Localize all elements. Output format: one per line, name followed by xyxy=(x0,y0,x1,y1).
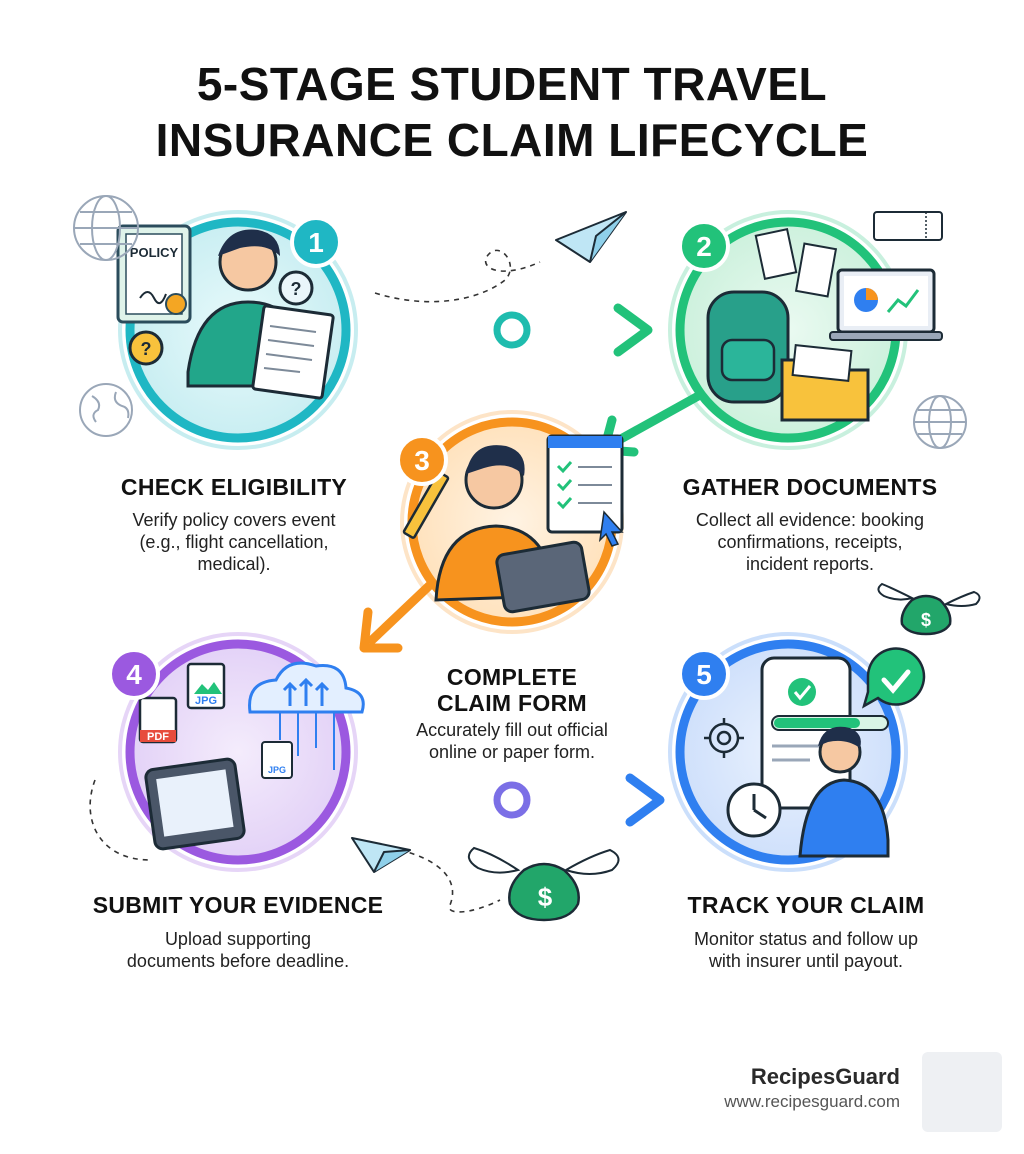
policy-document-icon: POLICY xyxy=(116,224,192,324)
connector-4-to-5 xyxy=(340,773,665,827)
page-title: 5-STAGE STUDENT TRAVEL INSURANCE CLAIM L… xyxy=(0,56,1024,168)
checkmark-icon xyxy=(861,647,926,709)
file-label-jpg-2: JPG xyxy=(268,765,286,775)
stage-1-description: Verify policy covers event (e.g., flight… xyxy=(132,510,336,574)
backpack-documents-icon xyxy=(706,227,943,422)
stage-4-number: 4 xyxy=(126,659,142,690)
tablet-form-icon xyxy=(546,434,624,547)
stage-5-heading: TRACK YOUR CLAIM xyxy=(687,892,925,918)
connector-1-to-2 xyxy=(340,303,653,357)
money-bag-icon: $ xyxy=(467,846,620,922)
svg-text:?: ? xyxy=(291,279,302,299)
dashed-path xyxy=(399,849,501,913)
dashed-path xyxy=(89,779,151,861)
stage-3-illustration: 3 xyxy=(396,410,624,634)
cloud-upload-icon xyxy=(248,661,365,770)
phone-tracking-icon xyxy=(760,656,889,810)
brand-block: RecipesGuard www.recipesguard.com xyxy=(724,1064,900,1112)
file-label-jpg: JPG xyxy=(195,695,217,707)
title-line-2: INSURANCE CLAIM LIFECYCLE xyxy=(155,114,869,166)
stage-1-heading: CHECK ELIGIBILITY xyxy=(120,474,348,500)
money-bag-icon: $ xyxy=(877,582,981,636)
dashed-path xyxy=(374,249,541,303)
stage-2-number: 2 xyxy=(696,231,712,262)
connector-3-to-4 xyxy=(359,580,435,653)
globe-icon xyxy=(79,383,133,437)
clock-icon xyxy=(726,782,782,838)
stage-4-description: Upload supporting documents before deadl… xyxy=(126,929,350,971)
globe-icon xyxy=(73,195,139,261)
stage-4-heading: SUBMIT YOUR EVIDENCE xyxy=(92,892,384,918)
svg-text:$: $ xyxy=(538,882,553,912)
stage-2-description: Collect all evidence: booking confirmati… xyxy=(695,510,925,574)
stage-2-heading: GATHER DOCUMENTS xyxy=(682,474,938,500)
stage-3-number: 3 xyxy=(414,445,430,476)
stage-3-description: Accurately fill out official online or p… xyxy=(416,720,608,762)
stage-5-illustration: 5 xyxy=(668,632,926,872)
ticket-icon xyxy=(873,211,943,241)
stage-5-description: Monitor status and follow up with insure… xyxy=(693,929,919,971)
paper-plane-icon xyxy=(555,211,627,263)
paper-plane-icon xyxy=(351,837,411,873)
stage-5-number: 5 xyxy=(696,659,712,690)
file-label-pdf: PDF xyxy=(147,731,169,743)
stage-1-number: 1 xyxy=(308,227,324,258)
stage-4-illustration: JPG PDF JPG 4 xyxy=(108,632,365,872)
stage-3-heading: COMPLETE CLAIM FORM xyxy=(437,664,587,716)
brand-logo-placeholder xyxy=(922,1052,1002,1132)
globe-icon xyxy=(913,395,967,449)
svg-text:?: ? xyxy=(141,339,152,359)
stage-2-illustration: 2 xyxy=(668,210,943,450)
policy-badge-text: POLICY xyxy=(130,245,179,260)
brand-url[interactable]: www.recipesguard.com xyxy=(724,1092,900,1111)
svg-text:$: $ xyxy=(921,610,931,630)
target-icon xyxy=(704,718,744,758)
stage-1-illustration: POLICY ? ? 1 xyxy=(116,210,358,450)
brand-name: RecipesGuard xyxy=(750,1064,900,1089)
title-line-1: 5-STAGE STUDENT TRAVEL xyxy=(196,58,828,110)
